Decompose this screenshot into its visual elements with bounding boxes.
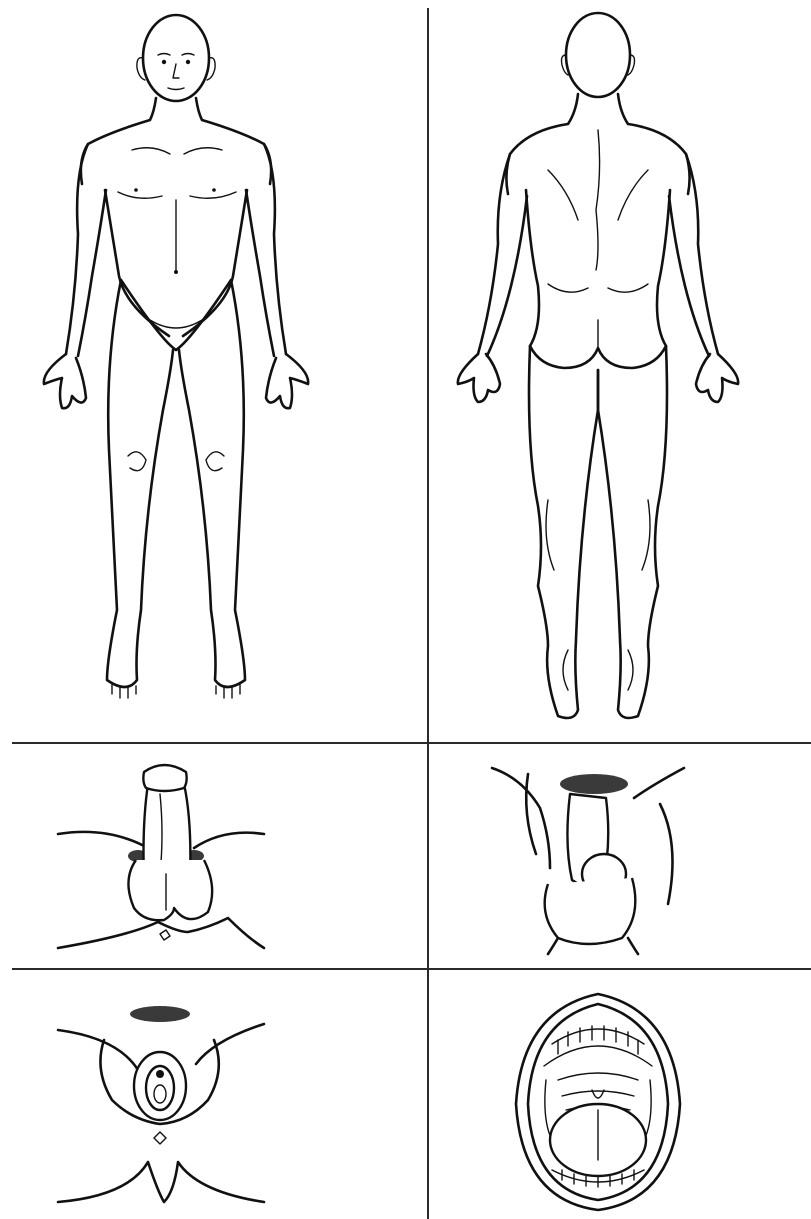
back-view-panel	[428, 0, 811, 742]
male-genitalia-front-panel	[0, 744, 427, 968]
male-genitalia-lateral-icon	[428, 744, 811, 968]
female-genitalia-panel	[0, 970, 427, 1219]
open-mouth-icon	[428, 970, 811, 1219]
front-view-panel	[0, 0, 427, 742]
female-genitalia-icon	[0, 970, 427, 1219]
male-front-body-icon	[0, 0, 427, 742]
male-genitalia-lateral-panel	[428, 744, 811, 968]
male-genitalia-front-icon	[0, 744, 427, 968]
oral-cavity-panel	[428, 970, 811, 1219]
male-back-body-icon	[428, 0, 811, 742]
